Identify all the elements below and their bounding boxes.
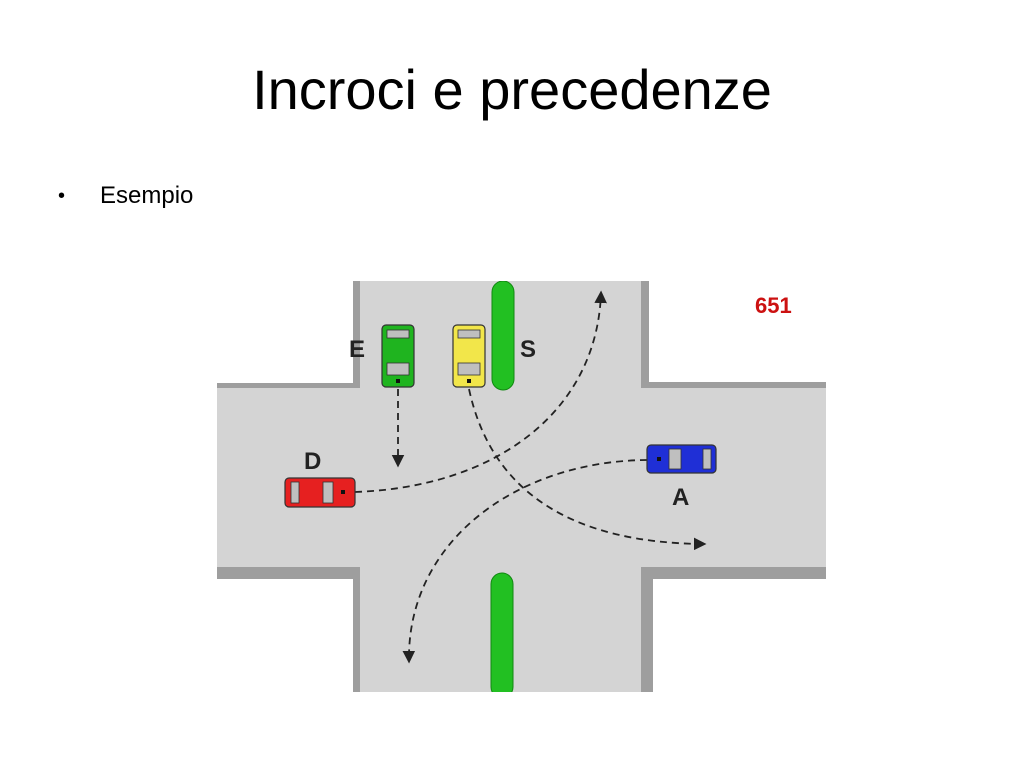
corner-block-bottom-left [217,567,360,692]
vehicle-s [452,324,486,388]
path-a-left [402,459,648,664]
label-s: S [520,336,536,363]
label-a: A [672,484,689,511]
corner-block-top-left [217,281,360,388]
bullet-dot: • [58,184,66,207]
corner-block-top-right [641,281,826,388]
label-e: E [349,336,365,363]
vehicle-e [381,324,415,388]
vehicle-a [646,444,717,474]
intersection-svg: E S D A 651 [217,281,826,692]
vehicle-d [284,477,356,508]
bullet-item: • Esempio [58,182,193,210]
corner-block-bottom-right [641,567,826,692]
median-bottom [490,572,514,692]
label-d: D [304,448,321,475]
path-d-left [354,290,607,493]
intersection-diagram: E S D A 651 [217,281,826,692]
median-top [491,281,515,391]
diagram-number: 651 [755,293,792,318]
bullet-text: Esempio [100,182,194,209]
slide-title: Incroci e precedenze [252,58,772,121]
path-s-left [468,388,707,551]
